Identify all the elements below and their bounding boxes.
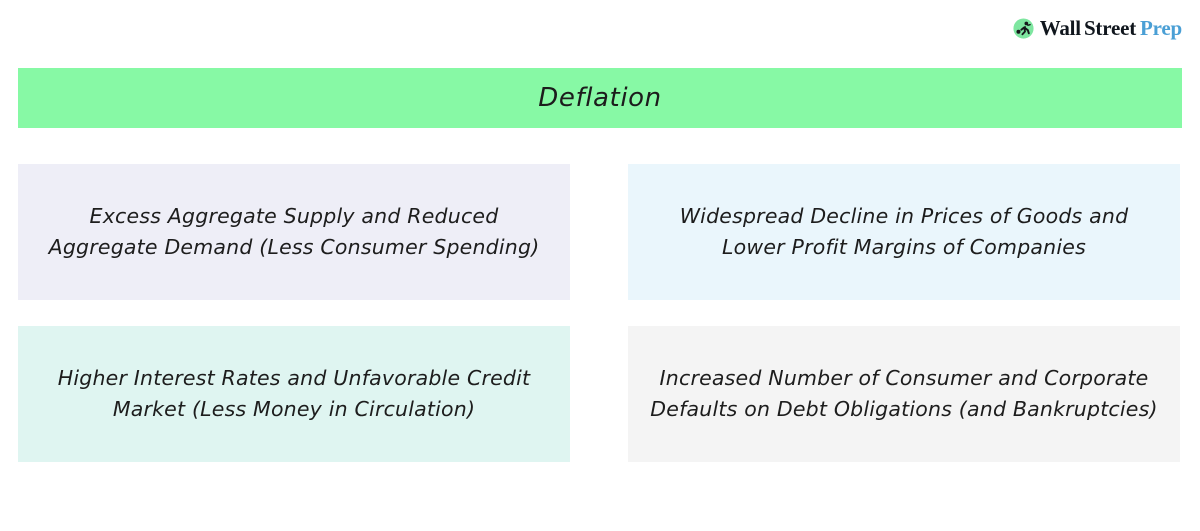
concept-box-label: Increased Number of Consumer and Corpora… — [650, 365, 1158, 421]
brand-word-wall: Wall — [1039, 15, 1081, 40]
page-title: Deflation — [538, 83, 662, 113]
brand-word-street: Street — [1083, 15, 1137, 40]
concept-box-increased-defaults: Increased Number of Consumer and Corpora… — [628, 326, 1180, 462]
brand-word-prep: Prep — [1140, 15, 1182, 40]
concept-box-widespread-decline-in-prices: Widespread Decline in Prices of Goods an… — [628, 164, 1180, 300]
concept-box-label: Excess Aggregate Supply and Reduced Aggr… — [48, 203, 540, 259]
concept-box-higher-interest-rates: Higher Interest Rates and Unfavorable Cr… — [18, 326, 570, 462]
wsp-runner-icon — [1013, 17, 1034, 39]
concept-box-label: Widespread Decline in Prices of Goods an… — [679, 203, 1129, 259]
concept-box-excess-aggregate-supply: Excess Aggregate Supply and Reduced Aggr… — [18, 164, 570, 300]
concept-box-label: Higher Interest Rates and Unfavorable Cr… — [57, 365, 531, 421]
title-banner: Deflation — [18, 68, 1182, 128]
concept-grid: Excess Aggregate Supply and Reduced Aggr… — [18, 164, 1182, 464]
